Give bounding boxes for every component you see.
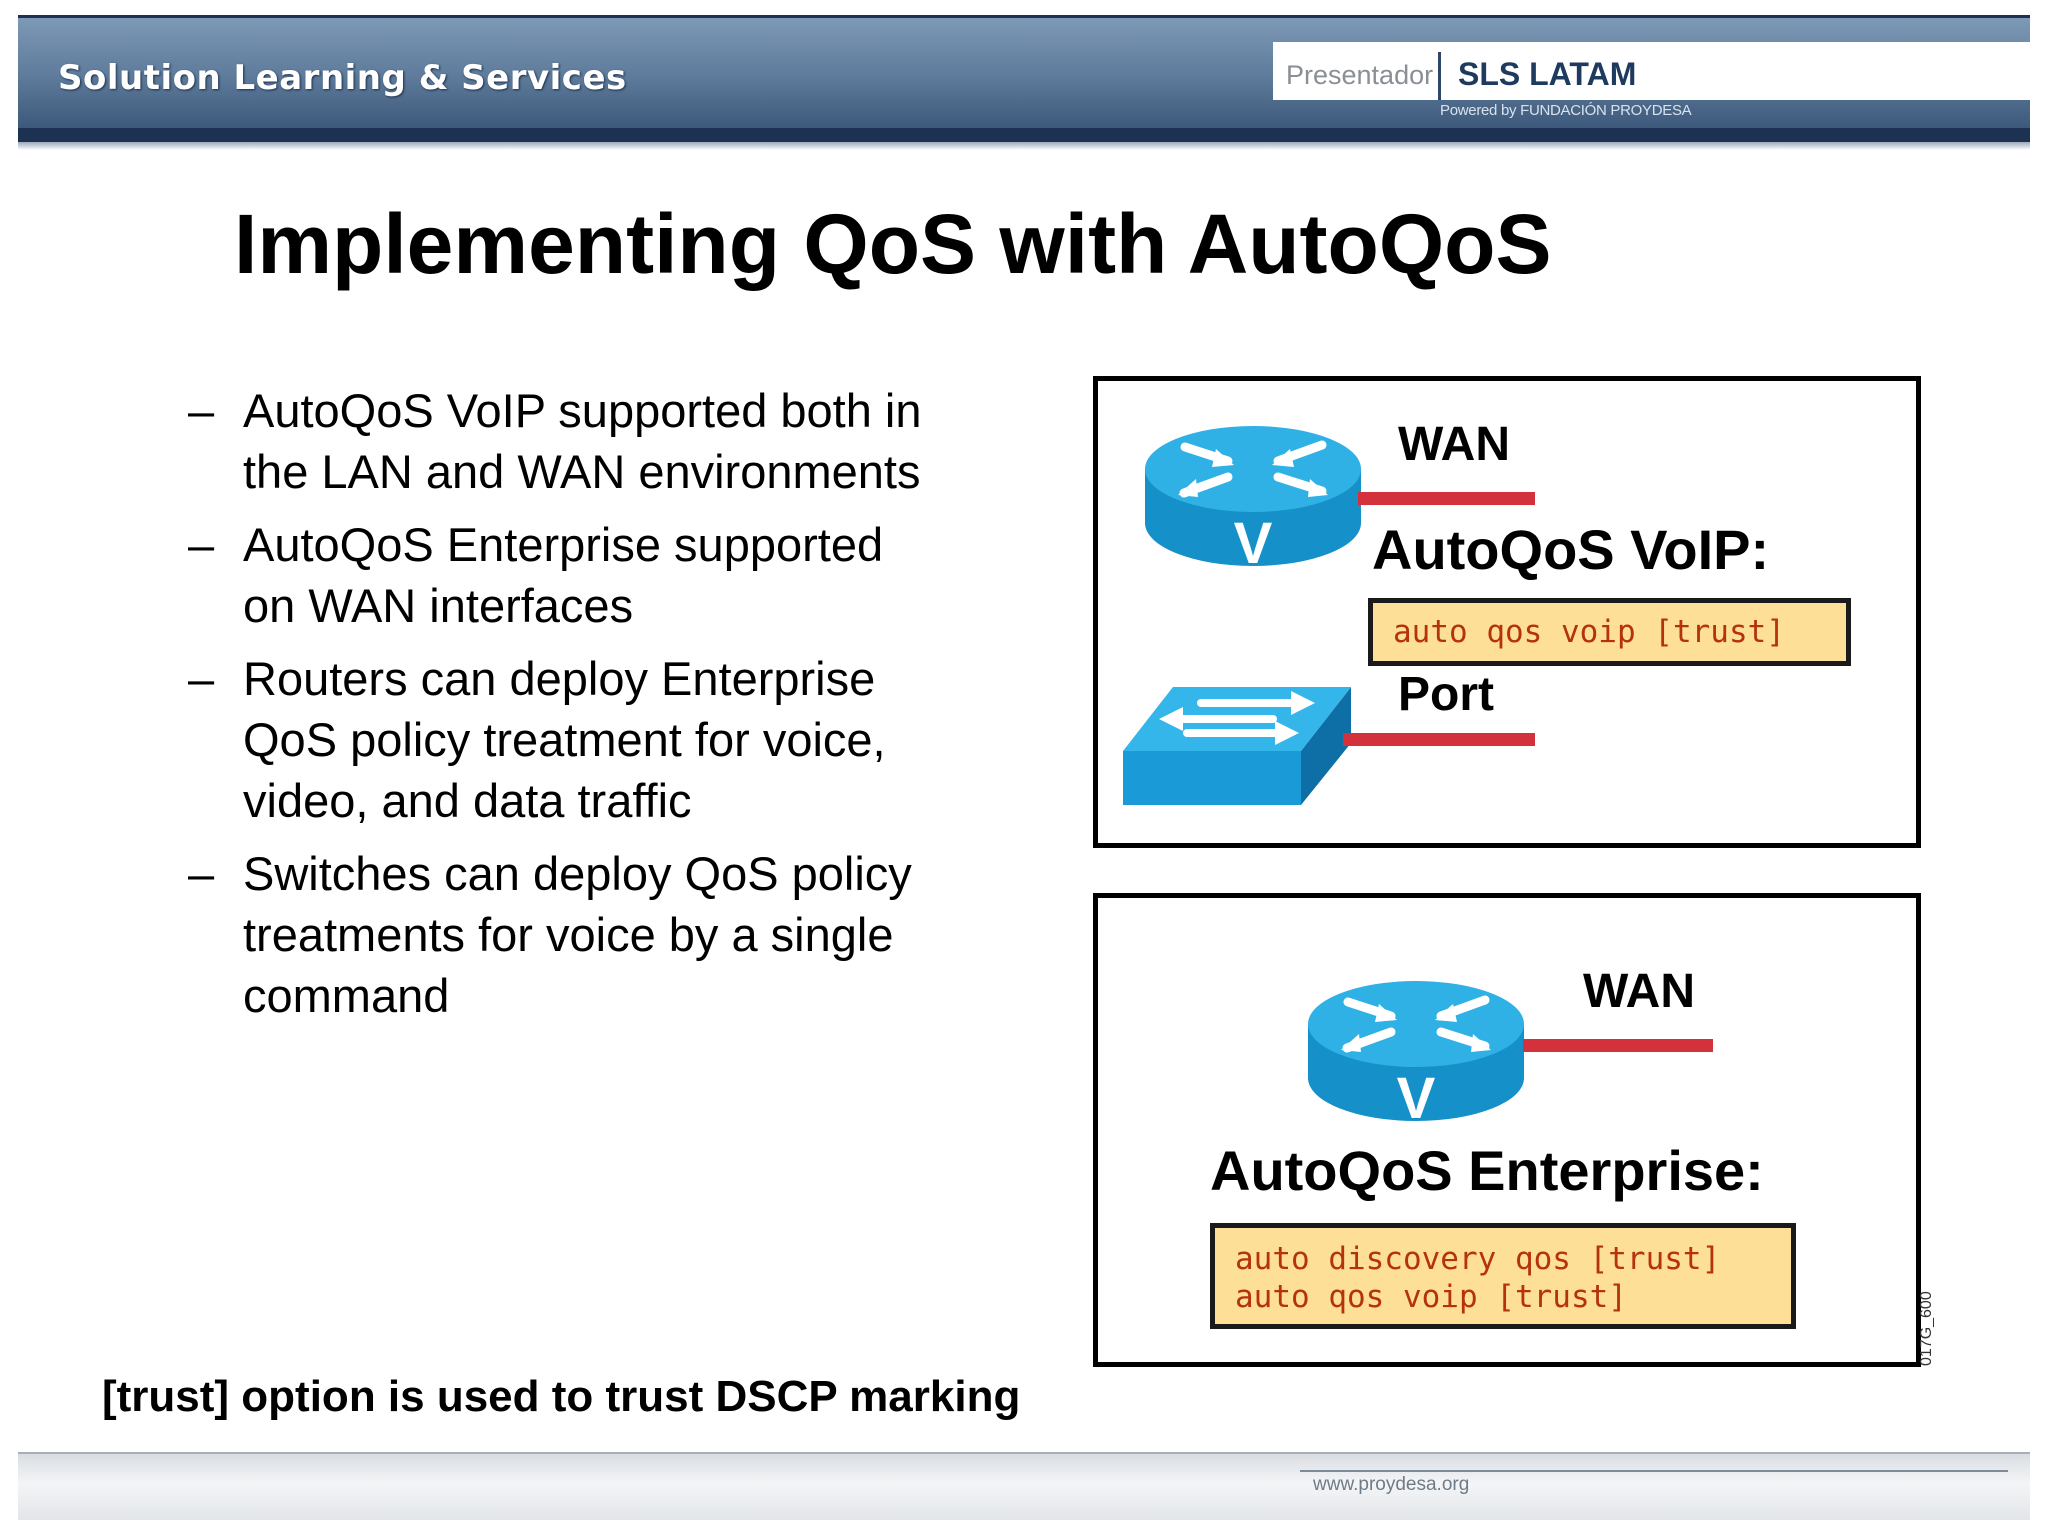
bullet-line: Routers can deploy Enterprise xyxy=(243,652,876,705)
bullet-line: command xyxy=(243,969,450,1022)
bullet-dash: – xyxy=(188,518,215,571)
bullet-item: – AutoQoS Enterprise supported on WAN in… xyxy=(188,514,1018,636)
bullet-dash: – xyxy=(188,847,215,900)
router-letter: V xyxy=(1397,1066,1436,1126)
bullet-dash: – xyxy=(188,384,215,437)
command-line: auto discovery qos [trust] xyxy=(1235,1241,1721,1277)
wan-label: WAN xyxy=(1583,965,1695,1018)
diagram-heading: AutoQoS VoIP: xyxy=(1372,518,1770,581)
presenter-label: Presentador xyxy=(1286,60,1434,90)
bullet-line: QoS policy treatment for voice, xyxy=(243,713,886,766)
bullet-line: the LAN and WAN environments xyxy=(243,445,921,498)
command-box: auto discovery qos [trust] auto qos voip… xyxy=(1210,1223,1796,1329)
presenter-divider xyxy=(1438,52,1441,100)
bullet-item: – AutoQoS VoIP supported both in the LAN… xyxy=(188,380,1018,502)
wan-link-line xyxy=(1358,492,1535,505)
bullet-line: on WAN interfaces xyxy=(243,579,634,632)
command-line: auto qos voip [trust] xyxy=(1393,614,1785,650)
footer-divider xyxy=(1300,1470,2008,1472)
figure-code: 017G_600 xyxy=(1918,1291,1935,1366)
bullet-item: – Switches can deploy QoS policy treatme… xyxy=(188,843,1018,1026)
footer-url: www.proydesa.org xyxy=(1313,1474,1470,1495)
bullet-line: AutoQoS VoIP supported both in xyxy=(243,384,922,437)
brand-title: Solution Learning & Services xyxy=(58,58,627,98)
router-icon: V xyxy=(1308,981,1524,1126)
header-stripe xyxy=(18,128,2030,142)
wan-label: WAN xyxy=(1398,418,1510,471)
command-line: auto qos voip [trust] xyxy=(1235,1279,1627,1315)
bullet-list: – AutoQoS VoIP supported both in the LAN… xyxy=(188,380,1018,1038)
bullet-line: video, and data traffic xyxy=(243,774,692,827)
router-letter: V xyxy=(1234,511,1273,571)
switch-icon xyxy=(1123,687,1351,805)
presenter-panel xyxy=(1273,42,2030,100)
powered-by-text: Powered by FUNDACIÓN PROYDESA xyxy=(1440,102,1692,119)
slide-title: Implementing QoS with AutoQoS xyxy=(234,197,1552,291)
router-icon: V xyxy=(1145,426,1361,571)
footer-bar xyxy=(18,1452,2030,1520)
command-box: auto qos voip [trust] xyxy=(1368,598,1851,666)
port-link-line xyxy=(1343,733,1535,746)
bullet-line: treatments for voice by a single xyxy=(243,908,894,961)
diagram-heading: AutoQoS Enterprise: xyxy=(1210,1139,1764,1202)
footnote: [trust] option is used to trust DSCP mar… xyxy=(102,1372,1021,1421)
bullet-line: AutoQoS Enterprise supported xyxy=(243,518,884,571)
presenter-name: SLS LATAM xyxy=(1458,56,1637,92)
bullet-item: – Routers can deploy Enterprise QoS poli… xyxy=(188,648,1018,831)
bullet-line: Switches can deploy QoS policy xyxy=(243,847,912,900)
autoqos-voip-diagram: V WAN AutoQoS VoIP: auto qos voip [trust… xyxy=(1093,376,1921,848)
bullet-dash: – xyxy=(188,652,215,705)
wan-link-line xyxy=(1523,1039,1713,1052)
header-shadow xyxy=(18,142,2030,150)
autoqos-enterprise-diagram: V WAN AutoQoS Enterprise: auto discovery… xyxy=(1093,893,1921,1367)
port-label: Port xyxy=(1398,668,1494,721)
